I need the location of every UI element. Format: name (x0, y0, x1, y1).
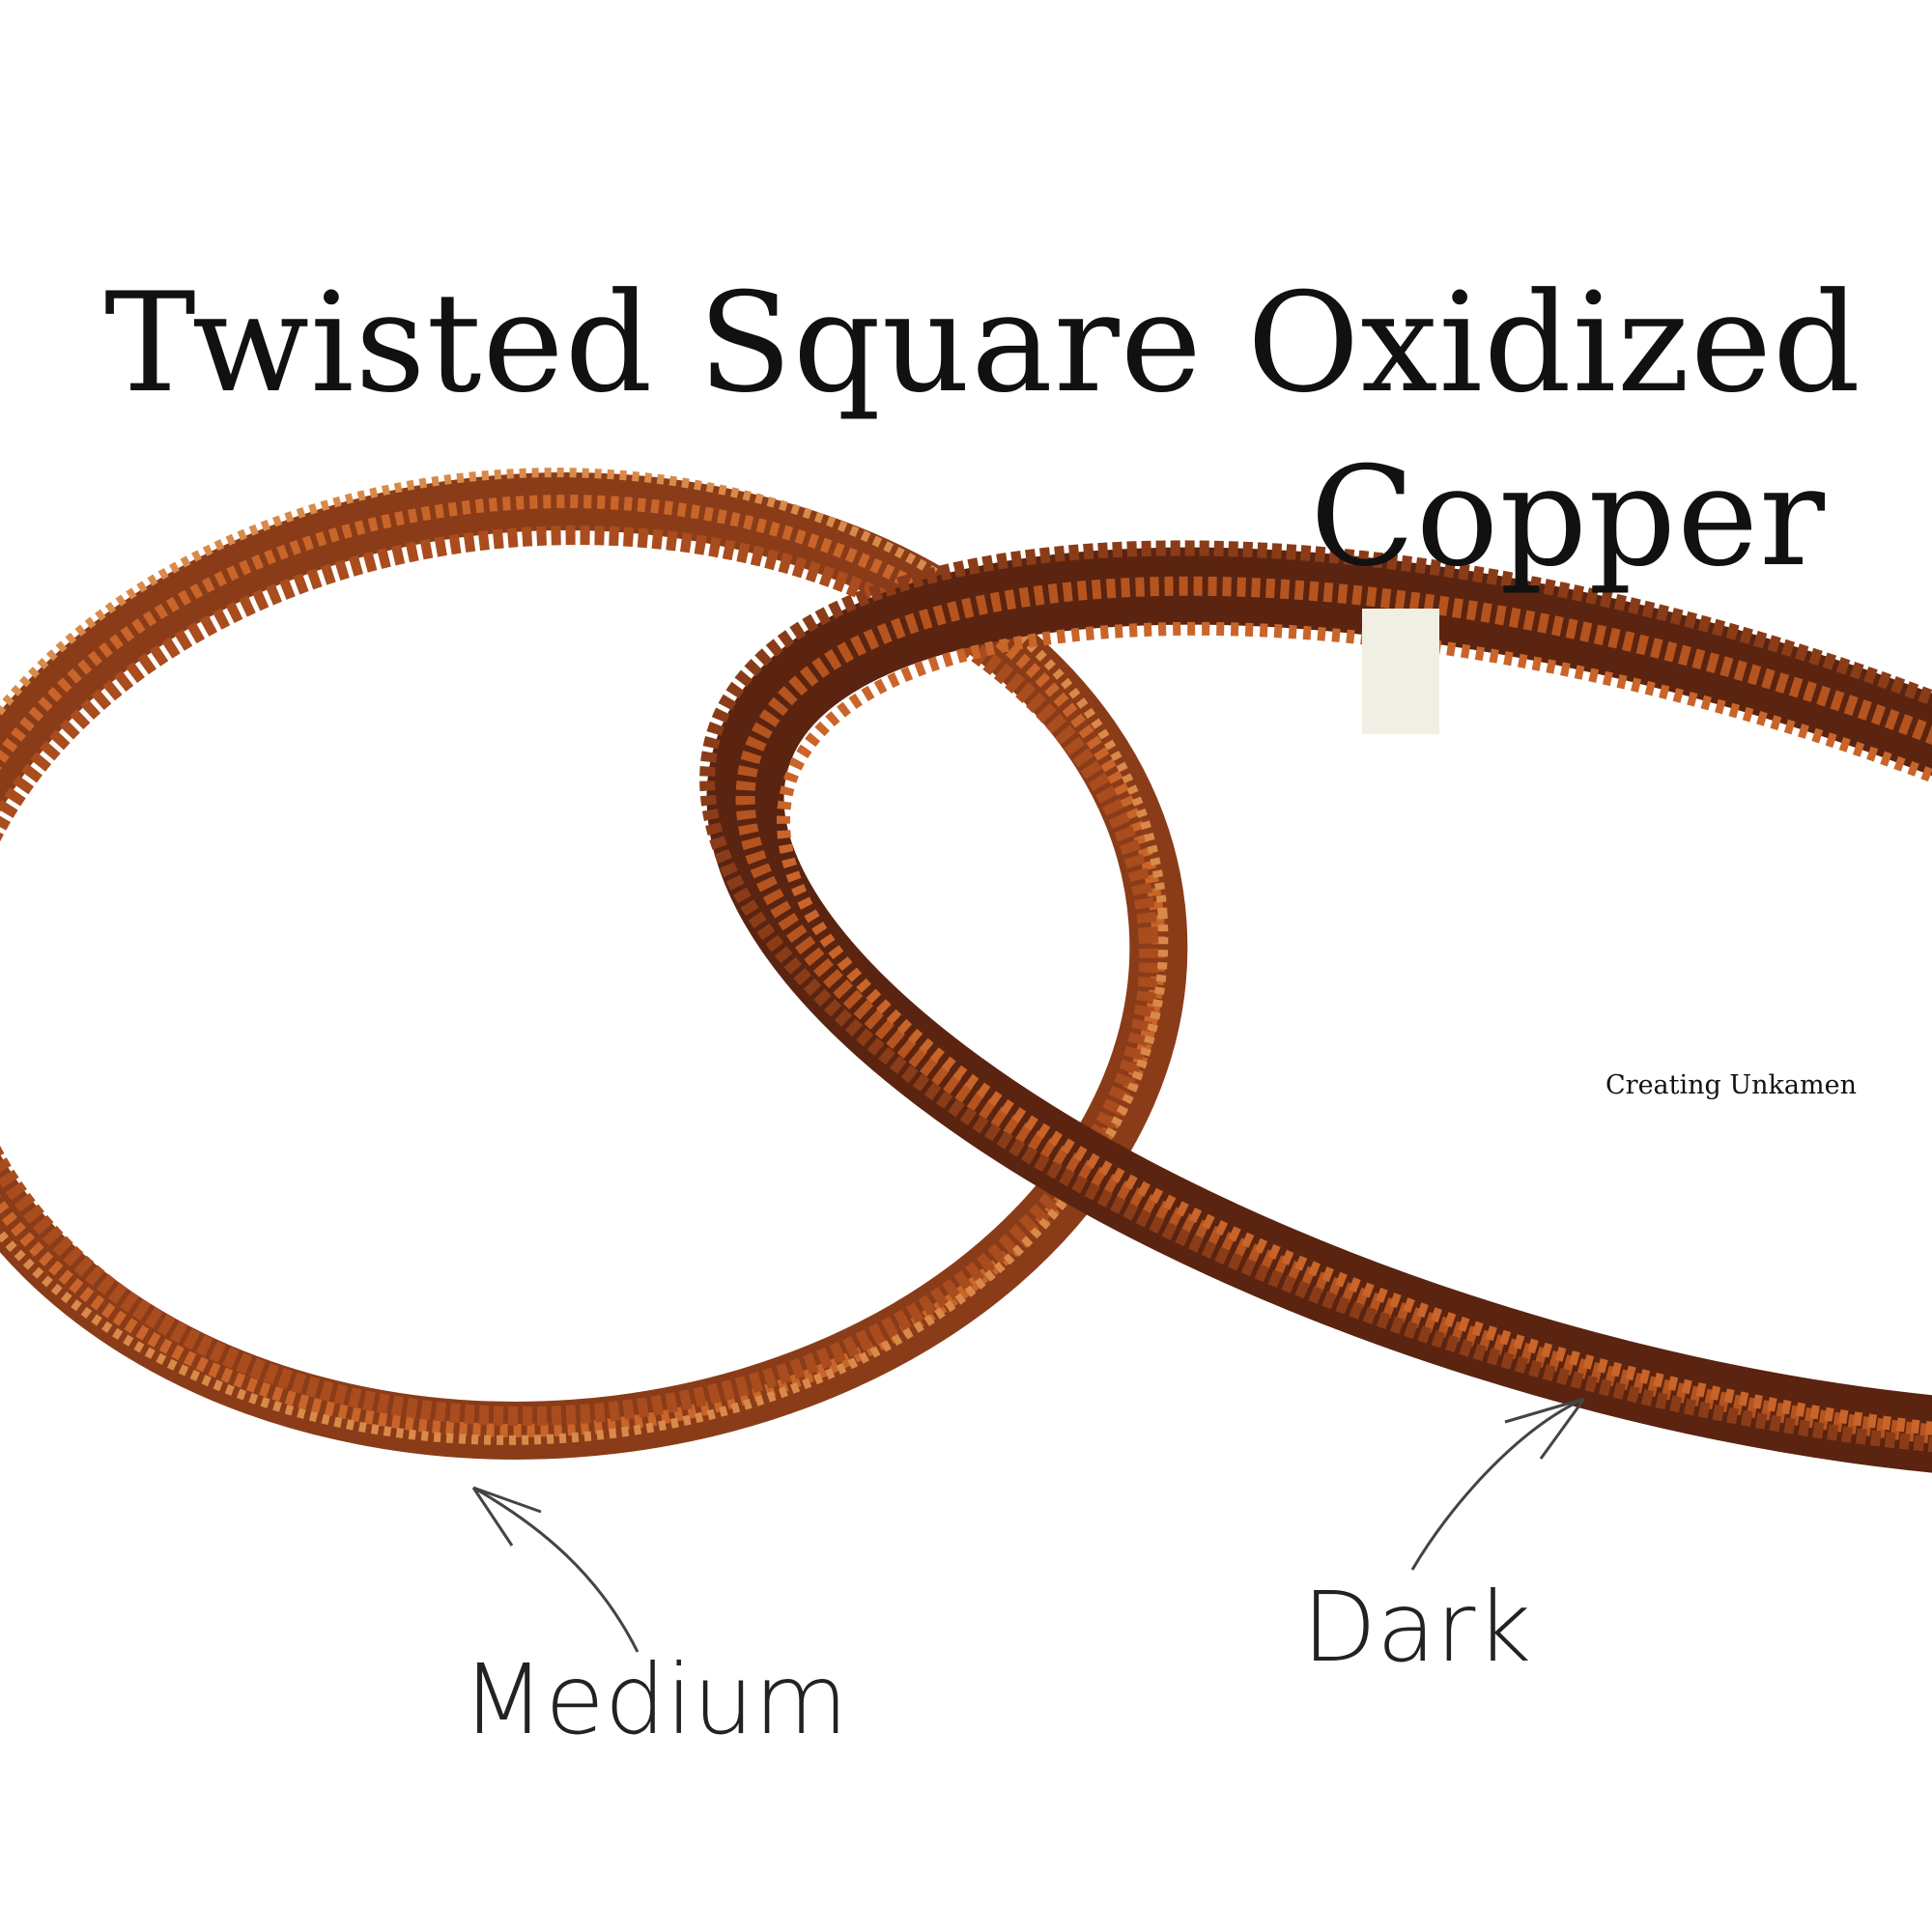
dark-label: Dark (1302, 1571, 1532, 1684)
title-line-1: Twisted Square Oxidized (104, 264, 1861, 423)
medium-label: Medium (462, 1643, 848, 1756)
title-line-2: Copper (1310, 438, 1826, 597)
wire-tie (1362, 609, 1439, 734)
medium-arrow-icon (472, 1486, 639, 1653)
medium-wire-coil (0, 468, 1188, 1460)
watermark: Creating Unkamen (1605, 1070, 1857, 1100)
dark-wire-coil (699, 540, 1932, 1482)
dark-arrow-icon (1410, 1397, 1585, 1571)
